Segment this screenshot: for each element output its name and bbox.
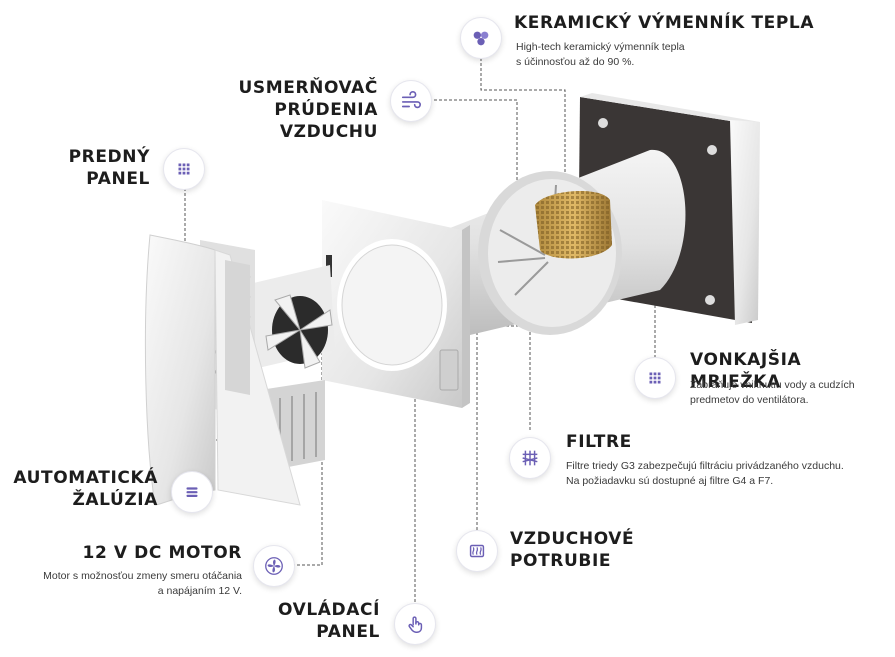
ducts-icon-badge: [456, 530, 498, 572]
airflow-icon: [401, 91, 421, 109]
fan-icon: [265, 557, 283, 575]
heat-exchanger-desc: High-tech keramický výmenník tepla s úči…: [516, 41, 685, 68]
motor-desc: Motor s možnosťou zmeny smeru otáčania a…: [43, 570, 242, 597]
grid-icon: [178, 163, 190, 175]
shutter-icon-badge: [171, 471, 213, 513]
grid-icon: [649, 372, 661, 384]
outer-grille-title: VONKAJŠIA MRIEŽKA: [690, 350, 802, 392]
filters-desc: Filtre triedy G3 zabezpečujú filtráciu p…: [566, 460, 844, 487]
duct-tube: [450, 149, 686, 335]
ducts-title: VZDUCHOVÉ POTRUBIE: [510, 529, 635, 571]
middle-frame: [322, 200, 470, 408]
heat-exchanger-icon-badge: [460, 17, 502, 59]
airflow-icon-badge: [390, 80, 432, 122]
ceramic-cells-icon: [473, 31, 489, 46]
shutter-icon: [186, 487, 198, 497]
fan-motor: [245, 265, 335, 370]
touch-icon: [408, 616, 423, 633]
shutter-title: AUTOMATICKÁ ŽALÚZIA: [13, 468, 158, 510]
airflow-title: USMERŇOVAČ PRÚDENIA VZDUCHU: [238, 78, 378, 142]
outer-grille-icon-badge: [634, 357, 676, 399]
control-panel-title: OVLÁDACÍ PANEL: [277, 600, 380, 642]
duct-icon: [469, 544, 485, 558]
leader-heat-exchanger: [480, 58, 566, 200]
front-panel-icon-badge: [163, 148, 205, 190]
filter-icon: [522, 450, 538, 466]
outer-grille-desc: Zabraňuje vniknutiu vody a cudzích predm…: [690, 379, 855, 406]
filters-icon-badge: [509, 437, 551, 479]
motor-title: 12 V DC MOTOR: [82, 543, 242, 563]
heat-exchanger-title: KERAMICKÝ VÝMENNÍK TEPLA: [514, 13, 815, 33]
front-panel: [144, 234, 301, 506]
motor-icon-badge: [253, 545, 295, 587]
leader-motor: [292, 342, 323, 566]
control-panel-icon-badge: [394, 603, 436, 645]
front-panel-title: PREDNÝ PANEL: [68, 147, 150, 189]
filters-title: FILTRE: [566, 432, 632, 452]
